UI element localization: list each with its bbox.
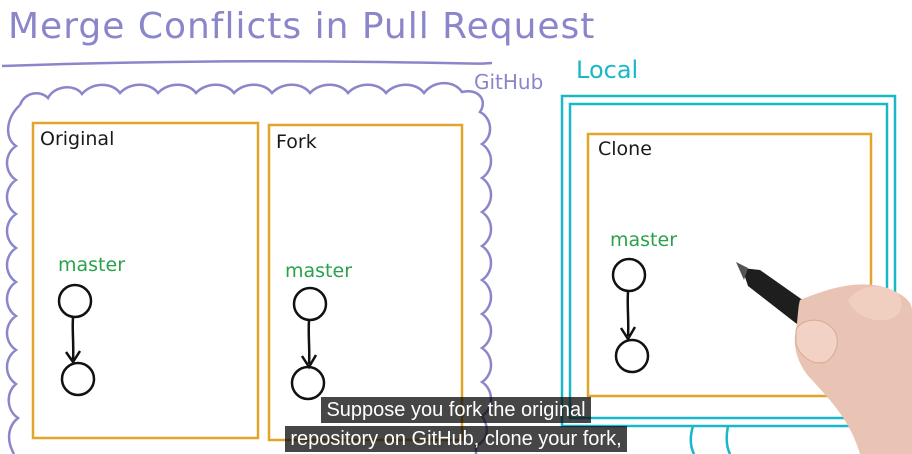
- local-region-label: Local: [576, 56, 639, 84]
- fork-branch-label: master: [285, 260, 353, 282]
- pen-tip: [736, 262, 748, 280]
- fork-box-label: Fork: [276, 131, 317, 153]
- commit-node: [292, 286, 328, 322]
- clone-box: [586, 132, 873, 398]
- clone-box-label: Clone: [598, 138, 652, 160]
- original-box: [31, 121, 260, 440]
- commit-arrow: [619, 291, 637, 342]
- thumb-shape: [848, 286, 902, 321]
- finger-shape: [795, 319, 838, 364]
- commit-node: [60, 361, 96, 397]
- subtitle-line-2: repository on GitHub, clone your fork,: [0, 426, 912, 452]
- commit-arrow: [300, 320, 318, 370]
- subtitle-line-1: Suppose you fork the original: [0, 397, 912, 423]
- original-commit-graph: [57, 283, 96, 397]
- commit-arrow: [64, 317, 82, 365]
- subtitle-text-1: Suppose you fork the original: [321, 397, 591, 423]
- page-title: Merge Conflicts in Pull Request: [8, 6, 596, 47]
- commit-node: [57, 283, 93, 319]
- fork-commit-graph: [290, 286, 328, 401]
- local-region-inner: [568, 102, 889, 420]
- commit-node: [614, 338, 650, 374]
- github-region-label: GitHub: [474, 70, 544, 94]
- clone-branch-label: master: [610, 229, 678, 251]
- fork-box: [267, 123, 464, 442]
- title-underline: [1, 59, 493, 68]
- local-region-outer: [560, 94, 897, 428]
- clone-commit-graph: [611, 257, 650, 374]
- original-box-label: Original: [40, 128, 115, 150]
- local-region-legs: [689, 425, 732, 454]
- subtitle-text-2: repository on GitHub, clone your fork,: [285, 426, 627, 452]
- commit-node: [611, 257, 647, 293]
- commit-node: [290, 365, 326, 401]
- original-branch-label: master: [58, 254, 126, 276]
- presenter-hand-image: [736, 262, 912, 454]
- github-region-outline: [5, 81, 493, 454]
